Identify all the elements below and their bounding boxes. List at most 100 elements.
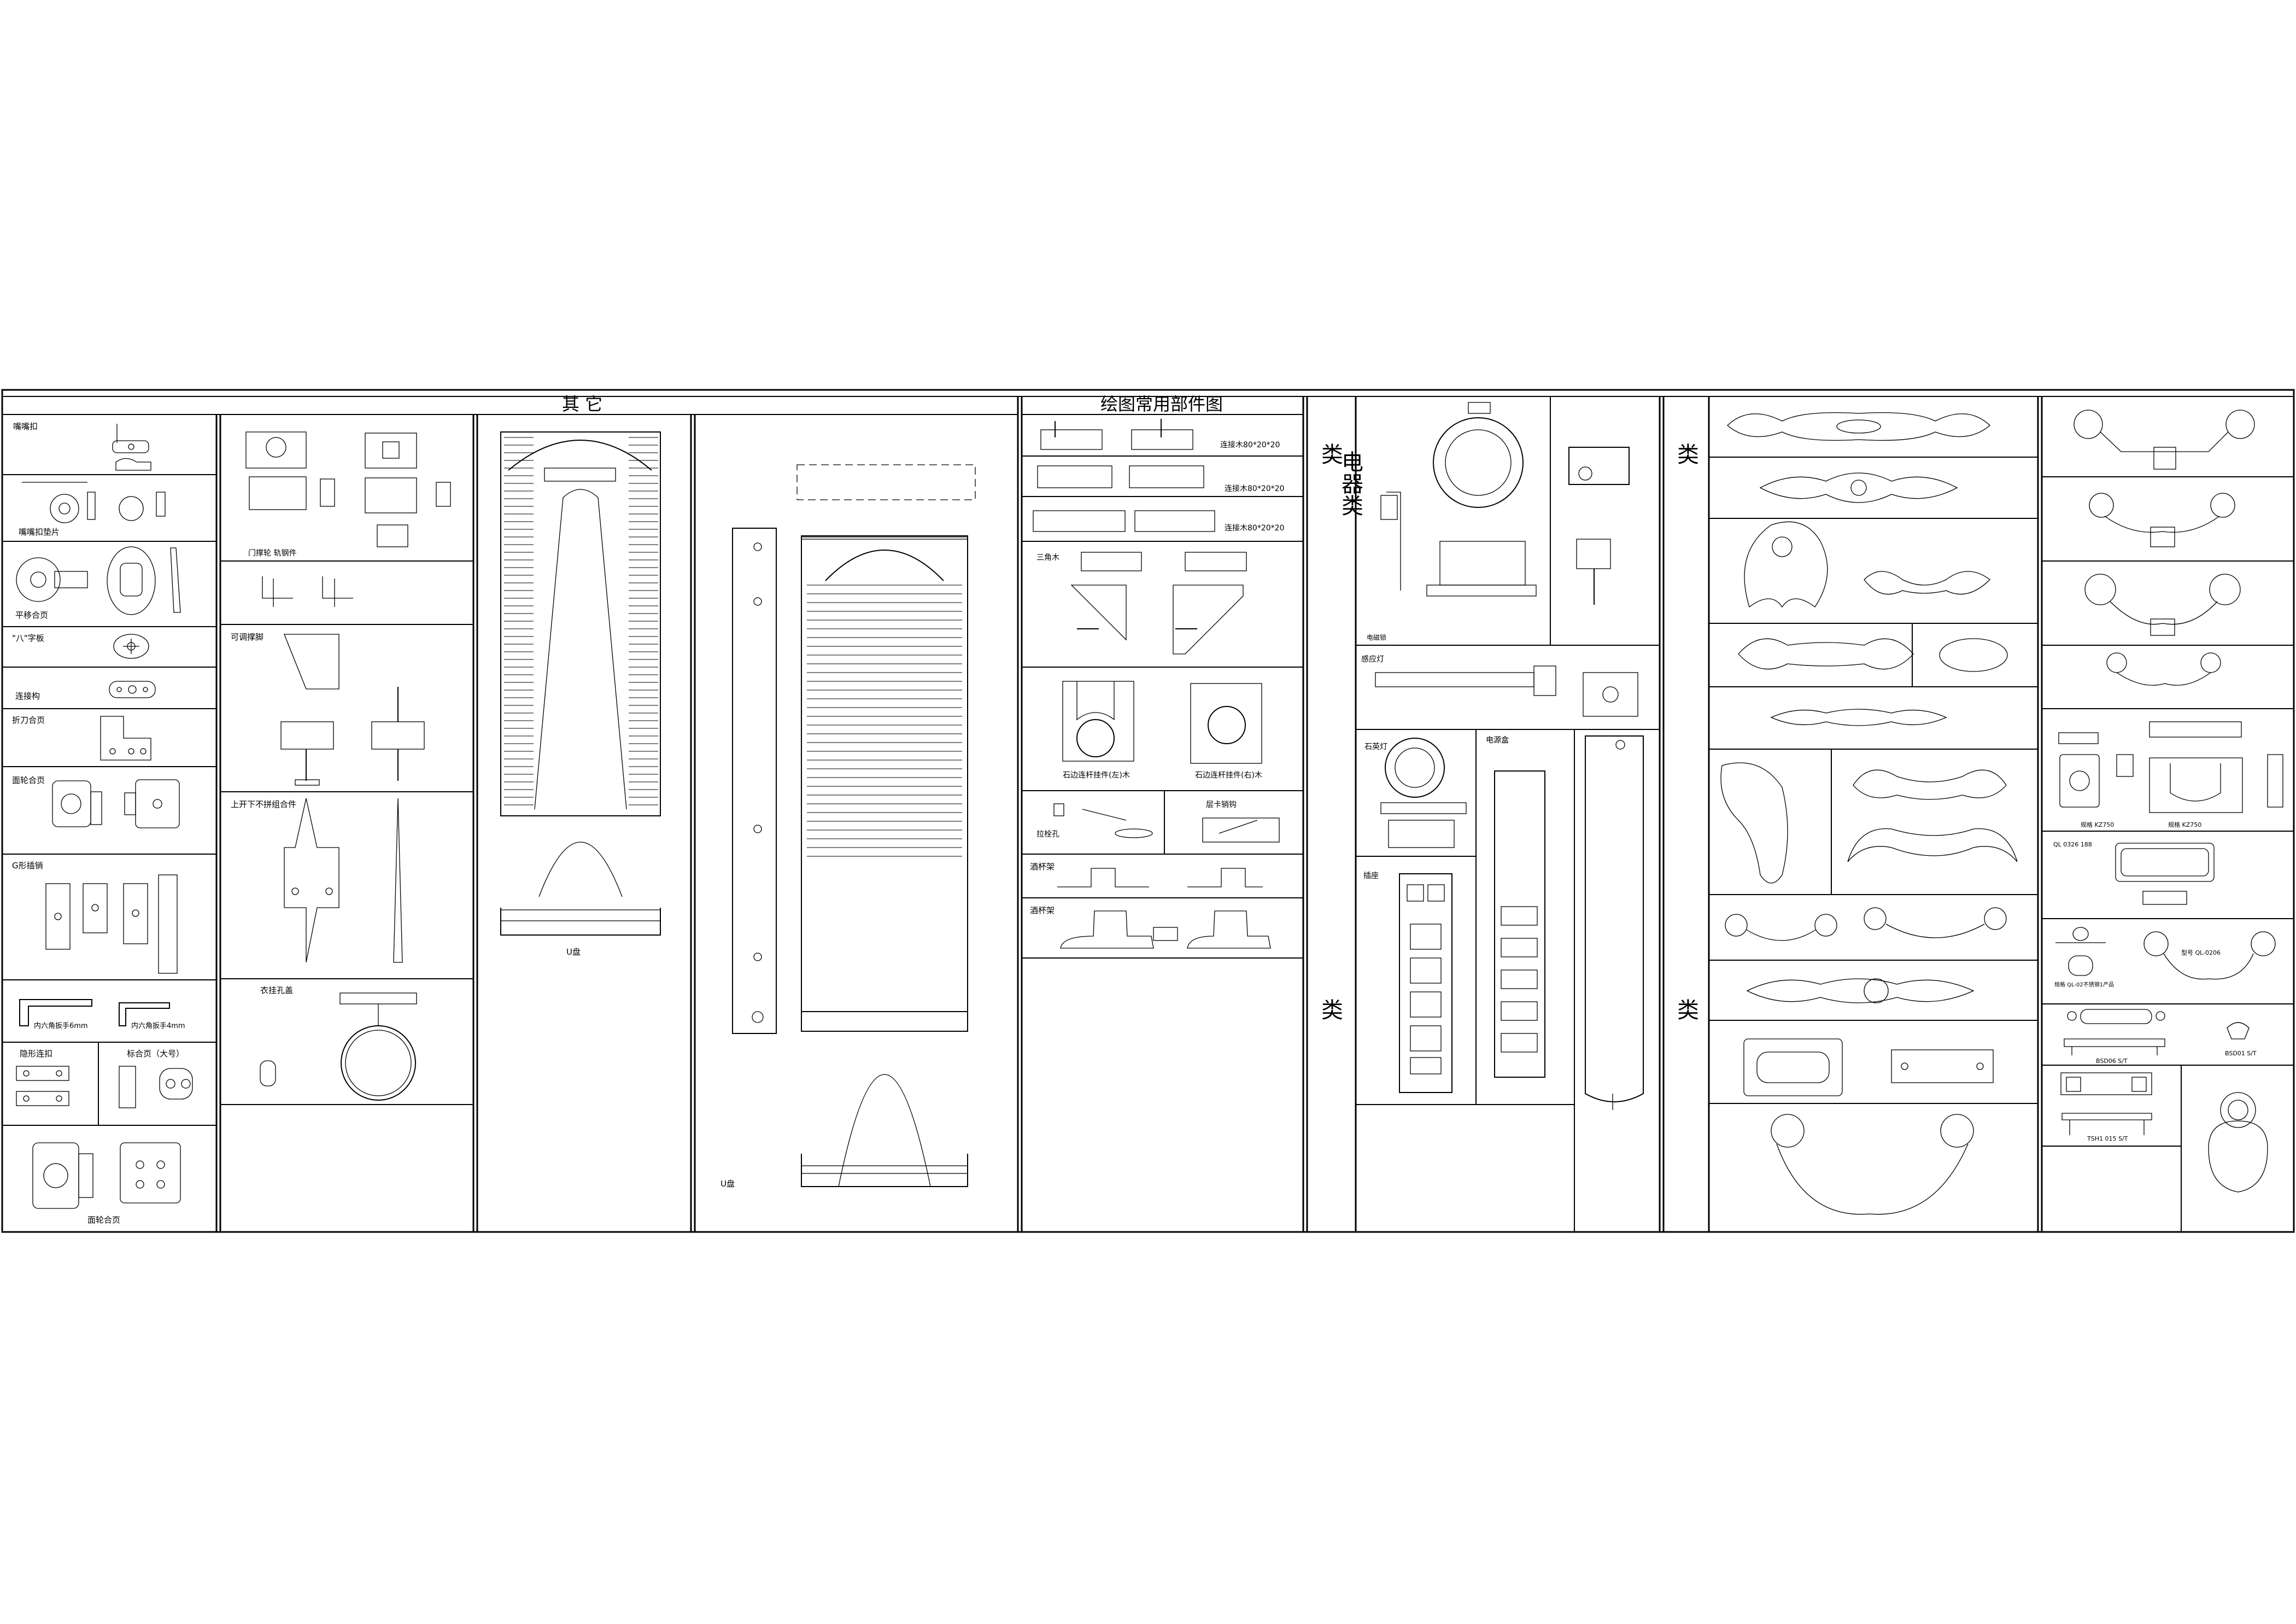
title-handles-top-vertical: 拉手类 [1673, 443, 1698, 491]
label-recessed-2: 规格 KZ750 [2168, 821, 2201, 828]
handle-ornate-9-icon [1743, 1038, 1994, 1096]
handle-ornate-7-icon [1725, 907, 2007, 941]
door-roller-icon [245, 431, 451, 547]
ring-pull-icon [2208, 1092, 2268, 1193]
sensor-light-icon [1375, 665, 1638, 717]
label-connector-wood-2: 连接木80*20*20 [1225, 484, 1284, 493]
label-triangle-wood: 三角木 [1036, 553, 1059, 562]
latch-icon [112, 424, 151, 471]
drop-handle-4-icon [2106, 652, 2221, 686]
label-u-tray-right: U盘 [721, 1179, 735, 1189]
label-door-roller: 门撑轮 轨钢件 [248, 549, 296, 558]
flat-hinge-icon [16, 546, 181, 615]
label-hanger-cap: 衣挂孔盖 [260, 985, 293, 995]
sensor-box-icon [1568, 447, 1630, 605]
label-standard-hinge-large: 标合页（大号） [127, 1049, 184, 1059]
label-bar-handle-1: BSD06 S/T [2096, 1058, 2128, 1065]
recessed-handle-icon [2058, 721, 2283, 813]
label-eight-plate: "八"字板 [12, 633, 44, 643]
label-recessed-1: 规格 KZ750 [2081, 821, 2114, 828]
label-hex-wrench-4mm: 内六角扳手4mm [131, 1021, 185, 1030]
label-bail-handle-spec: 规格 QL-02不锈钢1产品 [2054, 981, 2114, 988]
hex-wrench-4mm-icon [119, 1002, 170, 1026]
label-connector-wood-1: 连接木80*20*20 [1220, 440, 1280, 449]
label-flat-hinge: 平移合页 [15, 610, 48, 620]
drop-handle-2-icon [2089, 493, 2235, 547]
wine-rack-1-icon [1057, 868, 1263, 887]
handle-ornate-2-icon [1759, 472, 1958, 503]
column-drawing-parts: 连接木80*20*20 连接木80*20*20 连接木80*20*20 三角木 … [1022, 419, 1303, 959]
power-box-icon [1494, 770, 1545, 1078]
label-flush-pull: QL 0326 188 [2053, 841, 2092, 848]
latch-pad-icon [22, 482, 166, 523]
label-g-bolt: G形插销 [12, 861, 43, 871]
connector-wood-row-3 [1033, 510, 1215, 532]
handle-ornate-3-icon [1744, 521, 1990, 608]
handle-ornate-5-icon [1770, 709, 1947, 726]
hidden-latch-icon [16, 1066, 69, 1106]
square-handle-icon [2060, 1072, 2152, 1135]
label-connector-wood-3: 连接木80*20*20 [1225, 523, 1284, 533]
label-face-hinge: 面轮合页 [12, 775, 45, 785]
label-top-bottom-joint: 上开下不拼组合件 [231, 799, 296, 809]
title-handles-bottom-vertical: 拉手类 [1673, 998, 1698, 1047]
sheet-frame [1, 389, 2295, 1233]
flush-pull-icon [2115, 843, 2215, 905]
title-drawing-parts: 绘图常用部件图 [1100, 394, 1223, 414]
hanger-cap-icon [260, 992, 417, 1101]
top-bottom-joint-icon [284, 798, 403, 963]
shelf-pin-hook-icon [1202, 817, 1280, 843]
title-electrical-bottom-vertical: 电器类 [1317, 998, 1343, 1047]
triangle-wood-icon [1070, 552, 1247, 655]
handle-ornate-4-icon [1738, 638, 2008, 672]
stone-rod-left-icon [1062, 681, 1134, 762]
drop-handle-3-icon [2084, 574, 2241, 636]
g-bolt-icon [45, 874, 178, 974]
face-hinge-large-icon [32, 1142, 181, 1209]
label-electric-lock: 电磁锁 [1367, 633, 1386, 641]
bar-handle-icon [2064, 1009, 2250, 1055]
column-shutter-door: U盘 [500, 431, 661, 957]
pull-bolt-hole-icon [1053, 803, 1153, 838]
label-folding-hinge: 折刀合页 [12, 715, 45, 725]
column-handles-ornate [1709, 412, 2038, 1215]
standard-hinge-large-icon [119, 1066, 193, 1108]
column-handles-drop: 规格 KZ750 规格 KZ750 QL 0326 188 型号 QL-0206… [2042, 410, 2294, 1232]
label-connector-hook: 连接构 [15, 691, 40, 701]
connector-wood-row-2 [1037, 465, 1204, 488]
label-power-box: 电源盒 [1486, 735, 1509, 745]
title-electrical-top-box: 电器类 [1317, 443, 1343, 491]
label-face-hinge-large: 面轮合页 [87, 1215, 120, 1225]
column-electrical: 电磁锁 感应灯 石英灯 电源盒 插座 [1356, 396, 1660, 1232]
electric-lock-icon [1380, 402, 1537, 597]
column-hardware-small: 嘴嘴扣 嘴嘴扣垫片 平移合页 "八"字板 [2, 422, 216, 1225]
connector-hook-icon [109, 681, 156, 698]
wine-rack-2-icon [1060, 910, 1271, 949]
socket-icon [1399, 873, 1452, 1093]
label-pull-bolt-hole: 拉栓孔 [1036, 830, 1059, 839]
label-quartz-light: 石英灯 [1364, 742, 1387, 751]
label-square-handle: TSH1 015 S/T [2087, 1135, 2128, 1142]
folding-hinge-icon [100, 716, 151, 761]
title-electrical-top-vertical: 电器类 [1317, 443, 1343, 491]
label-shelf-pin-hook: 层卡销钩 [1206, 801, 1237, 809]
label-latch: 嘴嘴扣 [13, 422, 38, 431]
label-hex-wrench-6mm: 内六角扳手6mm [34, 1021, 88, 1030]
hex-wrench-6mm-icon [19, 999, 92, 1026]
eight-plate-icon [113, 634, 149, 659]
label-bar-handle-2: BSD01 S/T [2225, 1050, 2257, 1057]
handle-ornate-6-icon [1720, 762, 2018, 884]
label-u-tray-left: U盘 [566, 947, 581, 957]
label-stone-rod-right: 石边连杆挂件(右)木 [1195, 771, 1262, 780]
label-bail-handle-model: 型号 QL-0206 [2181, 949, 2221, 956]
power-strip-icon [1585, 735, 1644, 1110]
label-stone-rod-left: 石边连杆挂件(左)木 [1063, 771, 1130, 780]
bracket-pair-icon [262, 576, 353, 607]
label-wine-rack-2: 酒杯架 [1030, 906, 1055, 915]
drop-handle-1-icon [2074, 410, 2255, 470]
handle-ornate-1-icon [1727, 412, 1990, 441]
title-handles-top-box: 拉手类 [1673, 443, 1698, 491]
title-handles-bottom-box: 拉手类 [1673, 998, 1698, 1047]
column-large-shutter: U盘 [721, 464, 976, 1189]
